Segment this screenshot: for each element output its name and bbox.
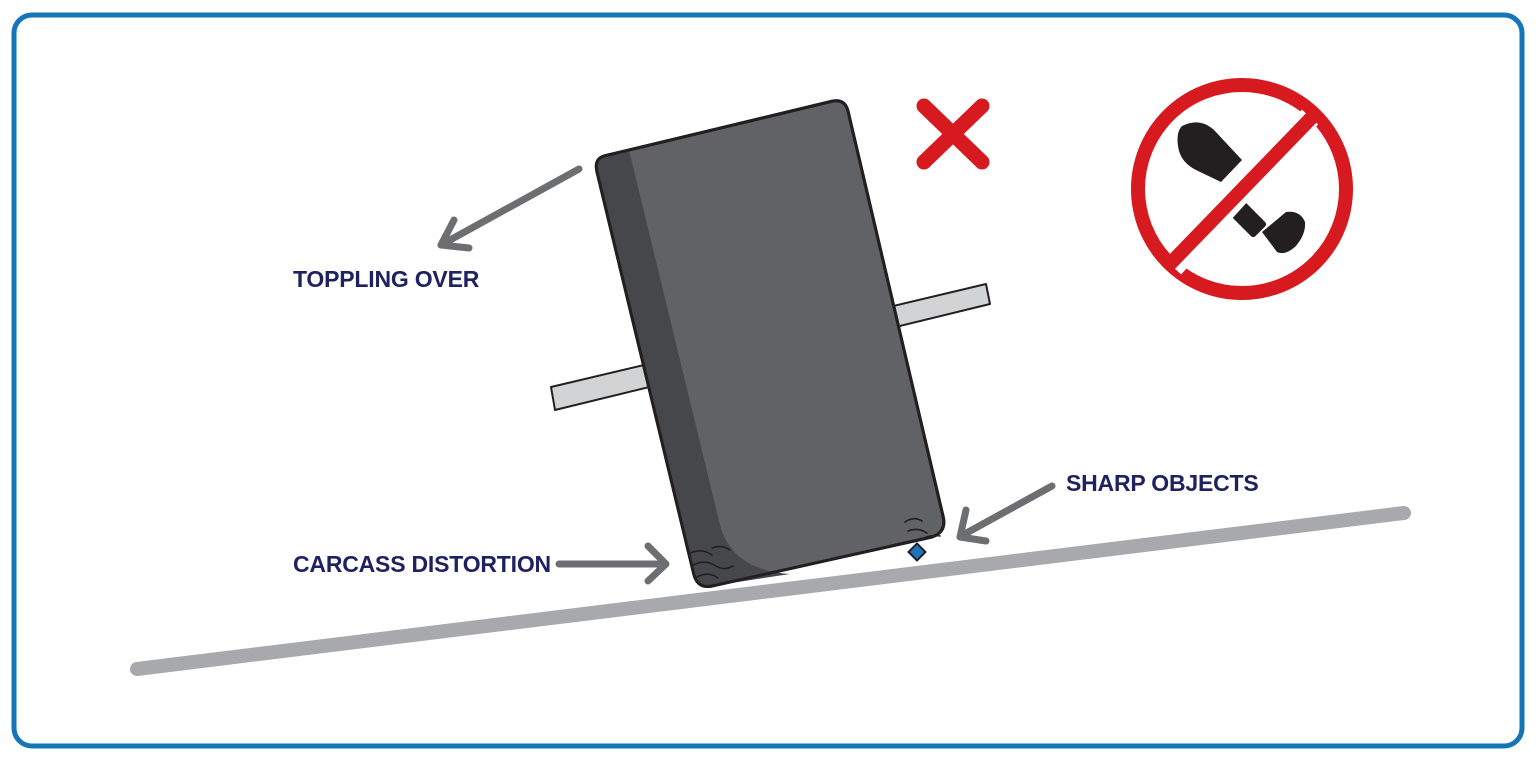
no-knife-icon (1131, 78, 1353, 300)
knife-icon (1177, 122, 1306, 254)
tyre-shadow (596, 150, 790, 587)
sharp-damage-marks (904, 517, 941, 541)
label-sharp-objects: SHARP OBJECTS (1066, 470, 1259, 496)
ground-line (130, 506, 1411, 676)
cross-mark-icon (916, 98, 990, 170)
label-toppling-over: TOPPLING OVER (293, 266, 480, 292)
prohibition-circle (1131, 78, 1353, 300)
tyre (594, 99, 946, 588)
prohibition-slash-red (1162, 108, 1322, 271)
sharp-arrow (956, 482, 1056, 545)
carcass-arrow (555, 542, 670, 585)
carcass-wrinkles (689, 545, 734, 579)
sharp-object (907, 542, 927, 562)
tyre-outline (594, 99, 946, 588)
toppling-arrow (437, 165, 583, 252)
label-carcass-distortion: CARCASS DISTORTION (293, 551, 551, 577)
